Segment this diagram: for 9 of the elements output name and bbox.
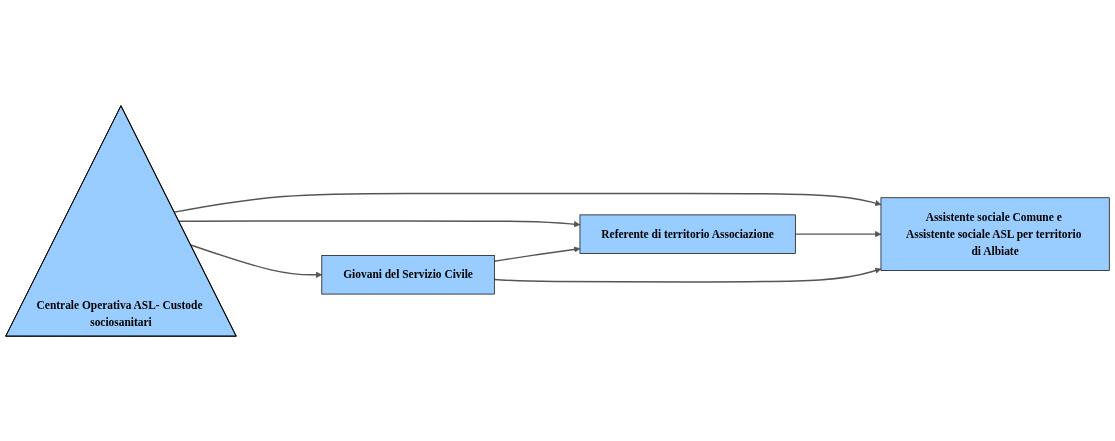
arrow [794,230,882,237]
node-box: Giovani del Servizio Civile [321,254,495,294]
node-box: Referente di territorio Associazione [579,214,796,254]
arrow [190,243,323,278]
node-box: Assistente sociale Comune e Assistente sociale ASL per territorio di Albiate [880,196,1110,271]
arrow [173,192,882,213]
arrow [493,245,581,262]
arrow [178,219,581,227]
arrow [493,267,882,283]
